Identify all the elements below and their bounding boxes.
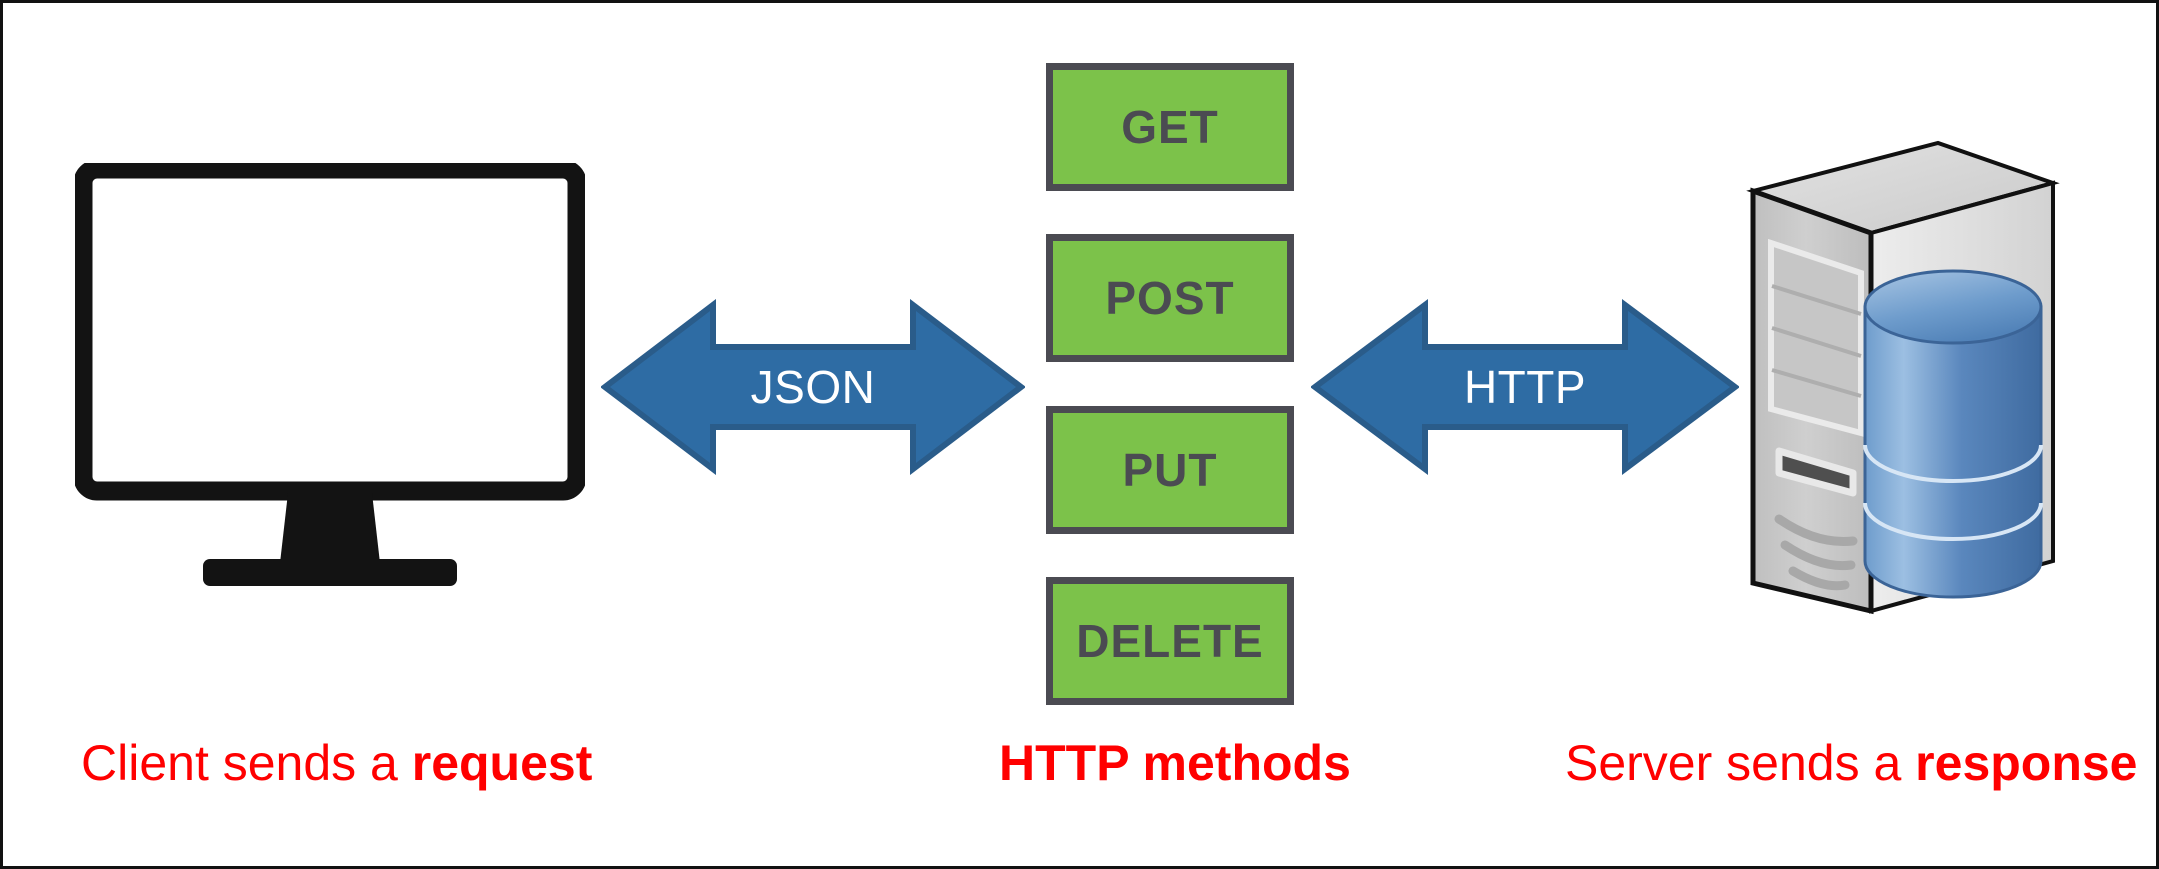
database-seam: [1863, 444, 2043, 483]
method-label: POST: [1105, 272, 1235, 325]
client-monitor-icon: [73, 159, 587, 593]
method-label: PUT: [1122, 443, 1218, 496]
server-caption: Server sends a response: [1565, 738, 2138, 788]
server-caption-emphasis: response: [1915, 735, 2138, 791]
client-caption-emphasis: request: [411, 735, 593, 791]
server-bay-panel: [1768, 238, 1864, 437]
server-drive-slot: [1775, 447, 1857, 497]
server-vent-line: [1774, 514, 1858, 547]
http-methods-list: GET POST PUT DELETE: [1046, 63, 1294, 705]
server-svg: [1746, 140, 2060, 615]
method-box-get[interactable]: GET: [1046, 63, 1294, 191]
method-box-delete[interactable]: DELETE: [1046, 576, 1294, 705]
server-bay-line: [1771, 326, 1862, 358]
server-database-icon: [1693, 121, 2123, 621]
monitor-neck: [280, 493, 380, 563]
server-bay-line: [1771, 284, 1862, 316]
server-bay-line: [1771, 368, 1862, 398]
monitor-screen: [101, 187, 559, 473]
methods-caption: HTTP methods: [999, 735, 1351, 791]
method-label: DELETE: [1076, 614, 1264, 667]
http-arrow-icon: [1309, 299, 1741, 475]
client-caption-prefix: Client sends a: [81, 735, 412, 791]
monitor-base: [203, 559, 457, 586]
server-vent-line: [1788, 566, 1850, 591]
double-headed-arrow-shape: [600, 298, 1026, 476]
database-seam: [1863, 502, 2043, 541]
client-caption: Client sends a request: [81, 738, 592, 788]
server-caption-prefix: Server sends a: [1565, 735, 1916, 791]
server-vent-line: [1780, 540, 1856, 571]
database-top-cap: [1863, 269, 2043, 345]
method-box-put[interactable]: PUT: [1046, 405, 1294, 534]
database-cylinder: [1863, 269, 2043, 599]
http-connector: HTTP: [1309, 299, 1741, 475]
monitor-svg: [73, 159, 587, 586]
method-label: GET: [1121, 101, 1219, 153]
json-connector: JSON: [600, 298, 1026, 476]
method-box-post[interactable]: POST: [1046, 234, 1294, 363]
double-headed-arrow-shape: [1309, 299, 1741, 475]
json-arrow-icon: [600, 298, 1026, 476]
